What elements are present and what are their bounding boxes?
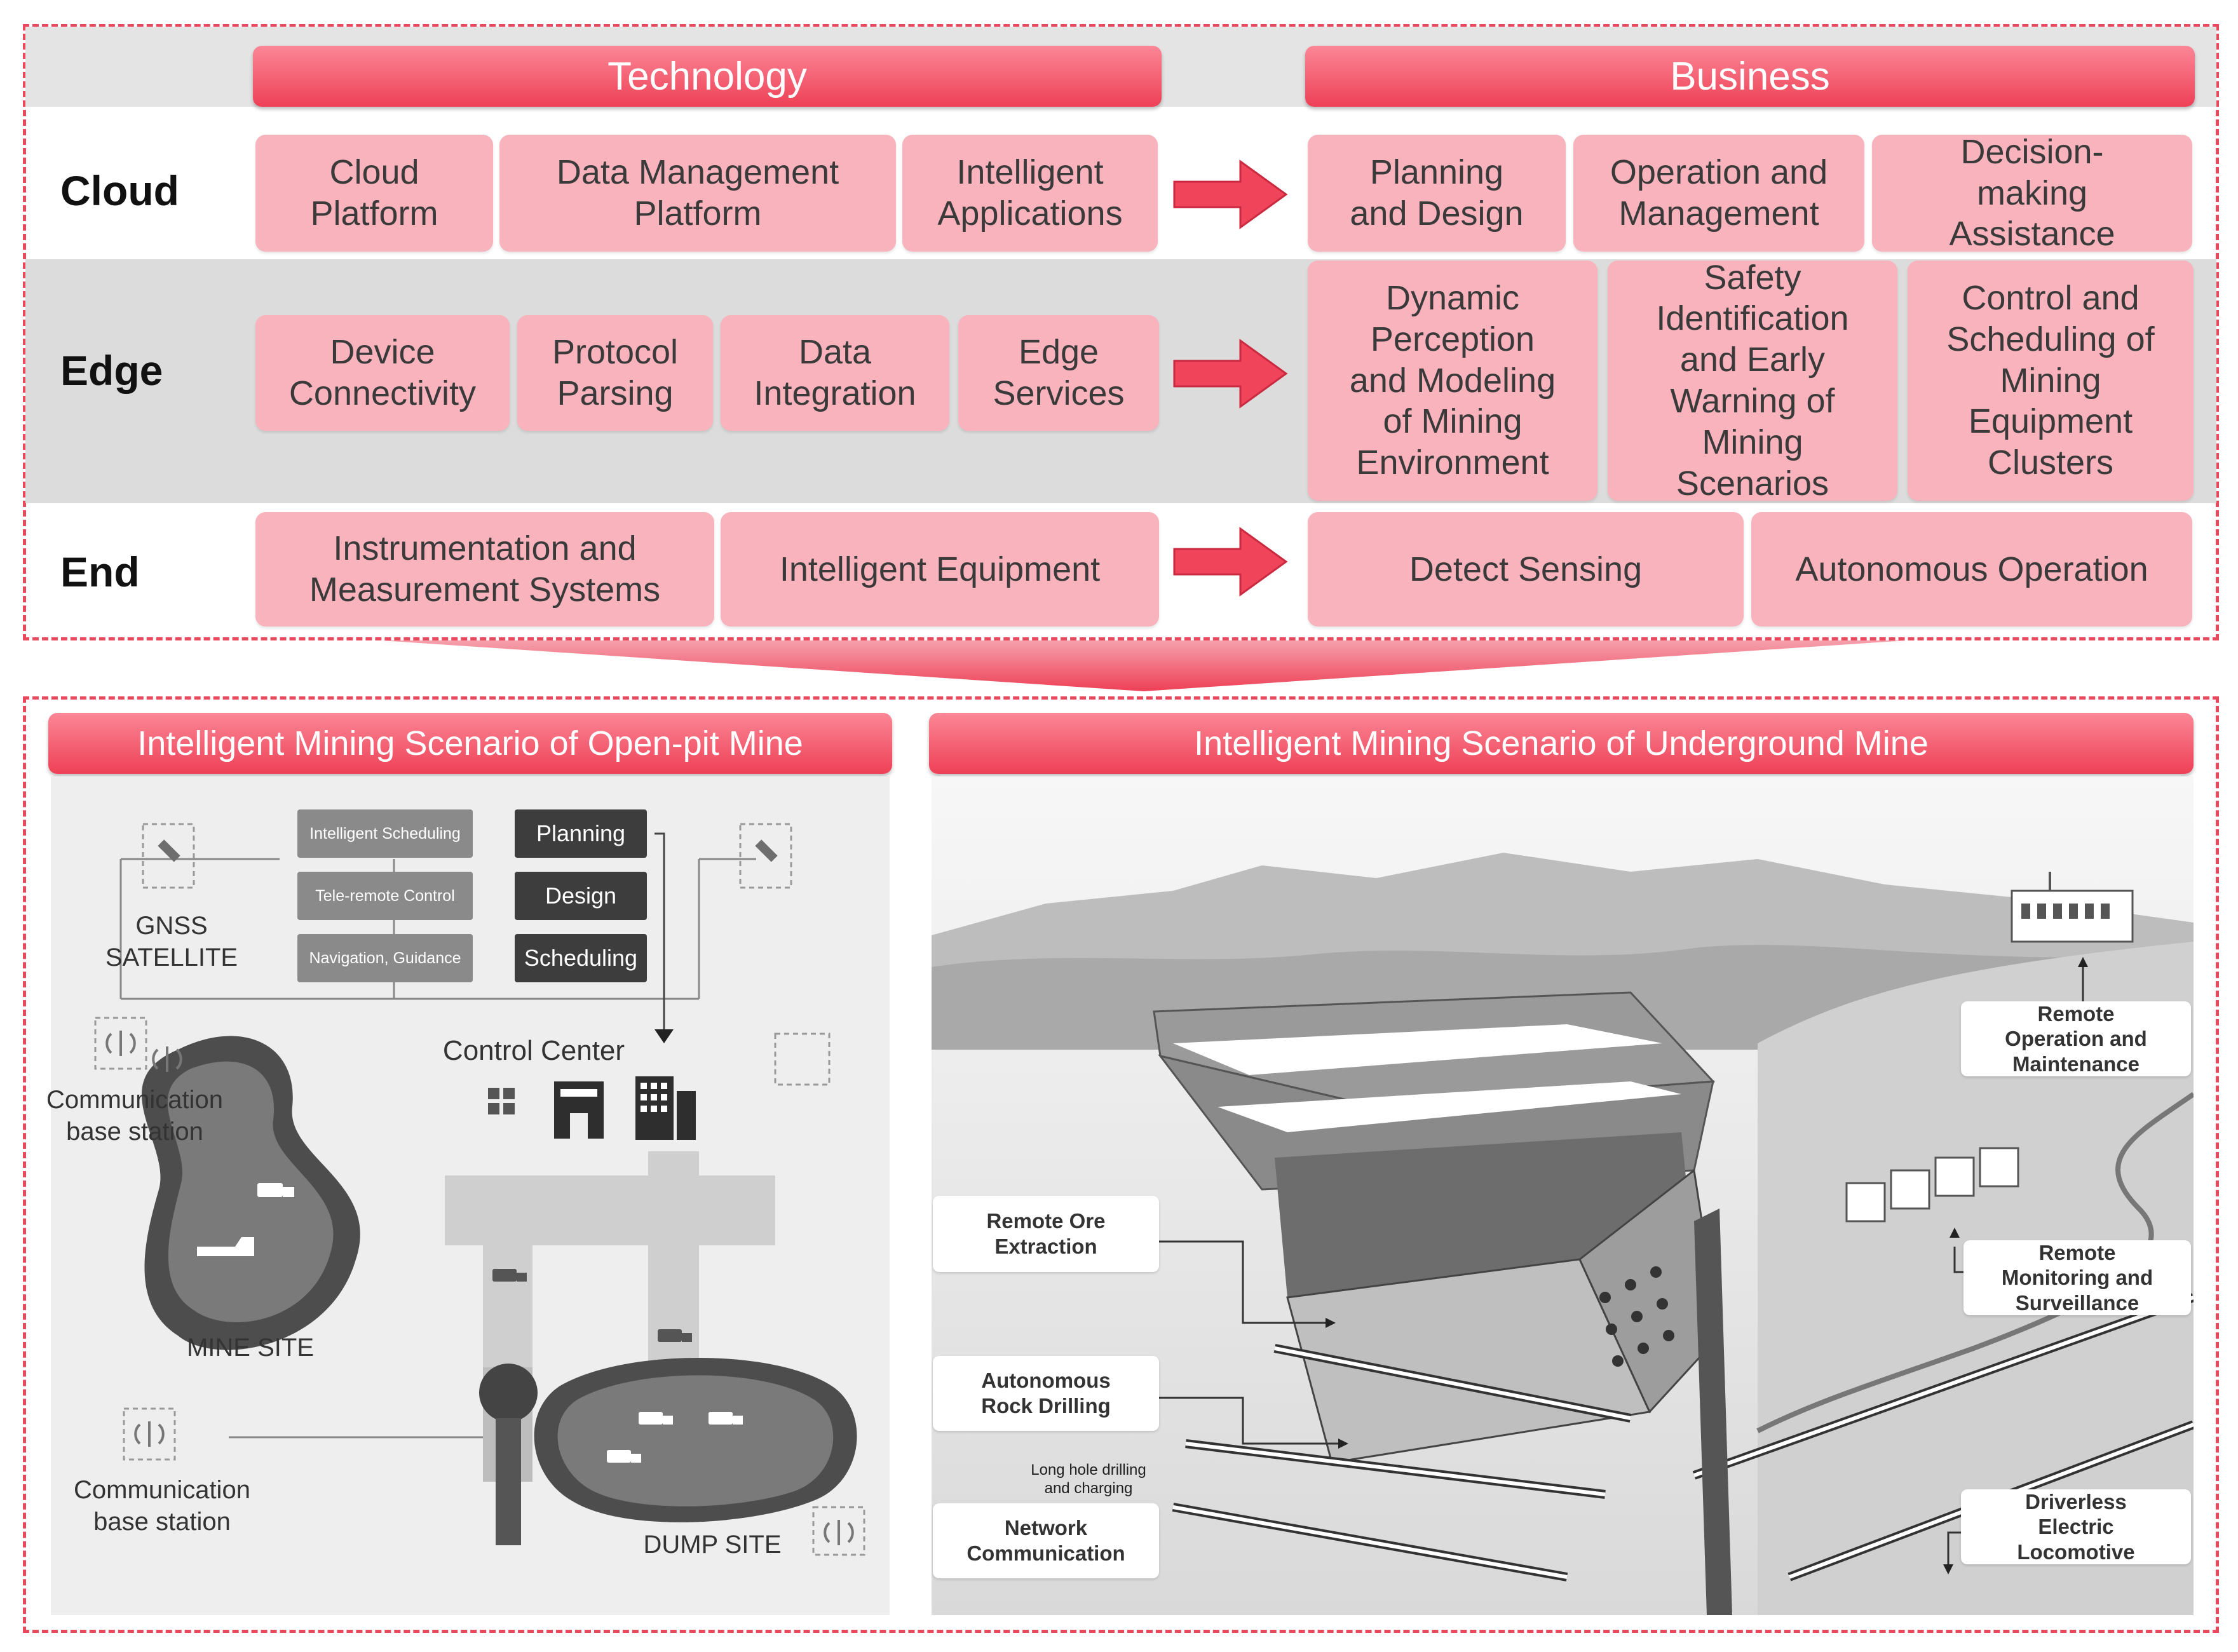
tech-data-management-platform: Data Management Platform bbox=[499, 135, 896, 252]
mine-site-label: MINE SITE bbox=[186, 1334, 315, 1362]
control-center-label: Control Center bbox=[442, 1035, 625, 1066]
long-hole-drilling-note: Long hole drilling and charging bbox=[1031, 1461, 1146, 1497]
top-section-border bbox=[23, 24, 2219, 640]
tech-intelligent-applications: Intelligent Applications bbox=[902, 135, 1158, 252]
dump-site-label: DUMP SITE bbox=[643, 1531, 782, 1559]
biz-dynamic-perception: Dynamic Perception and Modeling of Minin… bbox=[1308, 261, 1597, 501]
row-label-edge: Edge bbox=[60, 347, 163, 394]
arrow-right-icon bbox=[1173, 527, 1288, 597]
planning-button[interactable]: Planning bbox=[515, 809, 647, 858]
technology-header: Technology bbox=[253, 46, 1162, 107]
tech-intelligent-equipment: Intelligent Equipment bbox=[721, 512, 1159, 626]
underground-header: Intelligent Mining Scenario of Undergrou… bbox=[929, 713, 2194, 774]
gnss-satellite-label: GNSS SATELLITE bbox=[105, 912, 238, 972]
tech-edge-services: Edge Services bbox=[958, 315, 1159, 431]
comm-base-station-bottom-label: Communication base station bbox=[74, 1476, 250, 1536]
autonomous-rock-drilling-callout: Autonomous Rock Drilling bbox=[933, 1356, 1159, 1431]
biz-operation-management: Operation and Management bbox=[1573, 135, 1864, 252]
arrow-right-icon bbox=[1173, 339, 1288, 409]
business-header: Business bbox=[1305, 46, 2195, 107]
tech-protocol-parsing: Protocol Parsing bbox=[517, 315, 713, 431]
scheduling-button[interactable]: Scheduling bbox=[515, 934, 647, 982]
tech-data-integration: Data Integration bbox=[721, 315, 949, 431]
design-button[interactable]: Design bbox=[515, 872, 647, 920]
remote-ore-extraction-callout: Remote Ore Extraction bbox=[933, 1196, 1159, 1272]
row-label-cloud: Cloud bbox=[60, 167, 179, 214]
intelligent-scheduling-button[interactable]: Intelligent Scheduling bbox=[297, 809, 473, 858]
tech-cloud-platform: Cloud Platform bbox=[255, 135, 493, 252]
funnel-connector bbox=[381, 640, 1906, 691]
open-pit-header: Intelligent Mining Scenario of Open-pit … bbox=[48, 713, 892, 774]
tech-device-connectivity: Device Connectivity bbox=[255, 315, 510, 431]
biz-control-scheduling: Control and Scheduling of Mining Equipme… bbox=[1908, 261, 2194, 501]
comm-base-station-top-label: Communication base station bbox=[46, 1086, 223, 1146]
biz-planning-design: Planning and Design bbox=[1308, 135, 1566, 252]
tele-remote-control-button[interactable]: Tele-remote Control bbox=[297, 872, 473, 920]
biz-detect-sensing: Detect Sensing bbox=[1308, 512, 1744, 626]
network-communication-callout: Network Communication bbox=[933, 1503, 1159, 1578]
driverless-electric-locomotive-callout: Driverless Electric Locomotive bbox=[1961, 1489, 2191, 1564]
remote-operation-maintenance-callout: Remote Operation and Maintenance bbox=[1961, 1001, 2191, 1076]
tech-instrumentation-systems: Instrumentation and Measurement Systems bbox=[255, 512, 714, 626]
row-label-end: End bbox=[60, 548, 140, 595]
open-pit-map bbox=[94, 823, 865, 1556]
biz-decision-making: Decision- making Assistance bbox=[1872, 133, 2192, 253]
arrow-right-icon bbox=[1173, 159, 1288, 229]
remote-monitoring-surveillance-callout: Remote Monitoring and Surveillance bbox=[1963, 1240, 2191, 1315]
bottom-section-border bbox=[23, 696, 2219, 1633]
navigation-guidance-button[interactable]: Navigation, Guidance bbox=[297, 934, 473, 982]
biz-autonomous-operation: Autonomous Operation bbox=[1751, 512, 2192, 626]
biz-safety-identification: Safety Identification and Early Warning … bbox=[1608, 259, 1897, 503]
